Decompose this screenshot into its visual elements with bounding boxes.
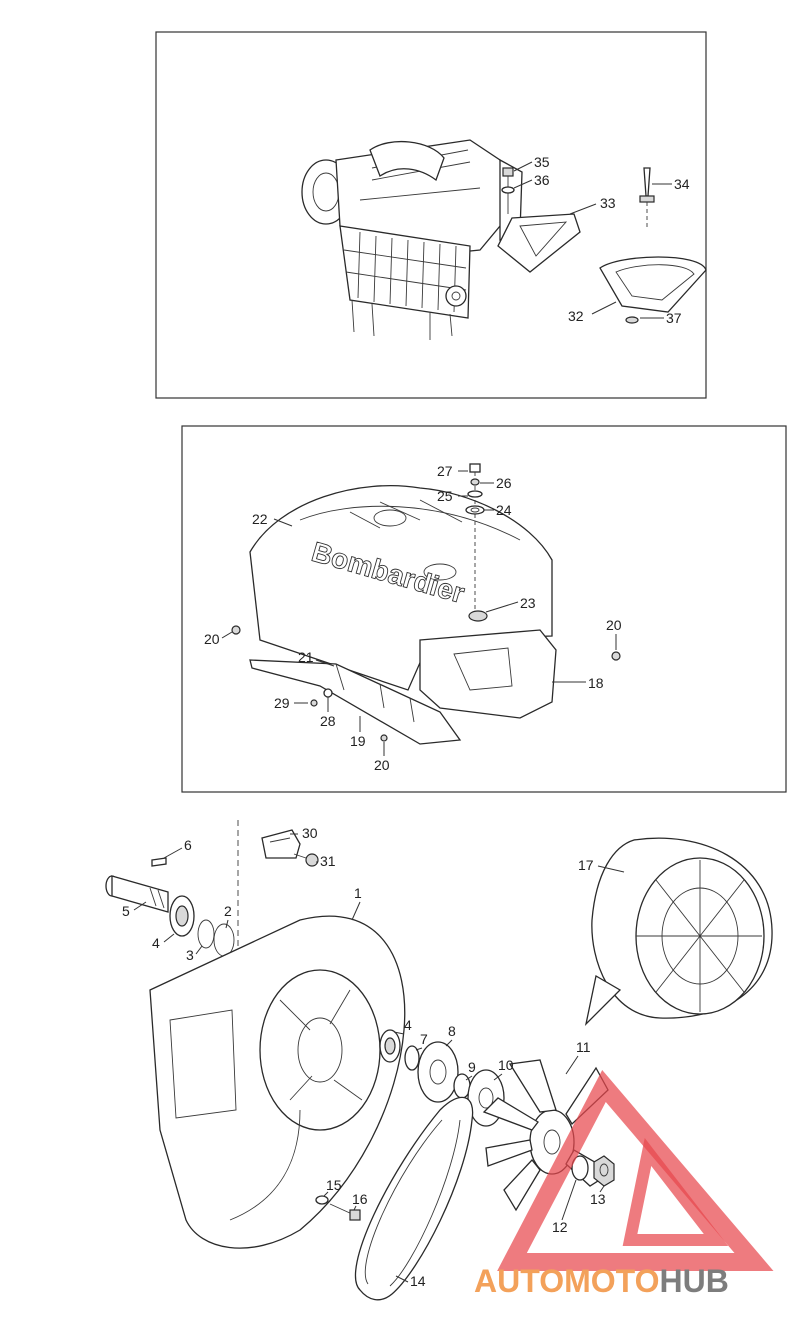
fan-housing-1 — [149, 915, 406, 1249]
callout-19: 19 — [350, 733, 366, 749]
pin-34 — [639, 167, 655, 230]
callout-24: 24 — [496, 502, 512, 518]
fastener-stack — [465, 463, 485, 612]
callout-20-left: 20 — [204, 631, 220, 647]
washer-15 — [315, 1195, 329, 1205]
shaft-5 — [105, 875, 169, 913]
nut-13 — [593, 1155, 615, 1187]
callout-3: 3 — [186, 947, 194, 963]
bottom-callouts: 30 6 31 17 5 2 1 4 3 4 7 8 11 9 10 15 16… — [122, 825, 625, 1289]
pulley-half-8 — [417, 1041, 459, 1103]
callout-13: 13 — [590, 1191, 606, 1207]
bolt-16 — [329, 1203, 361, 1221]
callout-27: 27 — [437, 463, 453, 479]
screw-20-right — [611, 651, 621, 661]
callout-25: 25 — [437, 488, 453, 504]
shroud-17 — [584, 837, 773, 1026]
callout-5: 5 — [122, 903, 130, 919]
callout-12: 12 — [552, 1219, 568, 1235]
middle-panel-frame — [181, 425, 787, 793]
callout-21: 21 — [298, 649, 314, 665]
callout-4-right: 4 — [404, 1017, 412, 1033]
watermark-word-1: AUTOMOTO — [474, 1263, 659, 1299]
callout-31: 31 — [320, 853, 336, 869]
callout-20-bottom: 20 — [374, 757, 390, 773]
callout-1: 1 — [354, 885, 362, 901]
top-callouts: 35 36 34 33 32 37 — [513, 154, 690, 326]
callout-8: 8 — [448, 1023, 456, 1039]
callout-23: 23 — [520, 595, 536, 611]
clip-30 — [261, 829, 301, 859]
callout-7: 7 — [420, 1031, 428, 1047]
top-panel-frame — [155, 31, 707, 399]
washer-36 — [501, 186, 515, 194]
bolt-35 — [502, 167, 514, 214]
bearing-4-right — [379, 1029, 401, 1063]
cup-32 — [599, 256, 707, 313]
callout-22: 22 — [252, 511, 268, 527]
callout-30: 30 — [302, 825, 318, 841]
callout-29: 29 — [274, 695, 290, 711]
callout-18: 18 — [588, 675, 604, 691]
watermark-text: AUTOMOTOHUB — [474, 1263, 729, 1299]
callout-33: 33 — [600, 195, 616, 211]
watermark: AUTOMOTOHUB — [474, 1070, 774, 1299]
callout-36: 36 — [534, 172, 550, 188]
washer-7 — [404, 1045, 420, 1071]
callout-20-right: 20 — [606, 617, 622, 633]
engine-assembly — [301, 139, 523, 340]
washer-12 — [571, 1155, 589, 1181]
circlip-2 — [213, 923, 235, 957]
callout-34: 34 — [674, 176, 690, 192]
watermark-inner-triangle — [622, 1137, 729, 1246]
callout-35: 35 — [534, 154, 550, 170]
callout-14: 14 — [410, 1273, 426, 1289]
rail-19 — [249, 659, 462, 745]
screw-20-bottom — [380, 734, 388, 742]
washer-28 — [323, 688, 333, 698]
air-box-18 — [419, 629, 557, 719]
screw-20-left — [231, 625, 241, 635]
callout-6: 6 — [184, 837, 192, 853]
engine-cover-22: Bombardier — [249, 485, 553, 691]
callout-11: 11 — [576, 1039, 591, 1055]
bracket-33 — [497, 213, 581, 273]
screw-31 — [293, 853, 319, 867]
grommet-23 — [468, 610, 488, 622]
middle-callouts: 27 26 25 24 22 23 20 20 18 21 29 28 19 2… — [204, 463, 622, 773]
callout-16: 16 — [352, 1191, 368, 1207]
callout-26: 26 — [496, 475, 512, 491]
callout-32: 32 — [568, 308, 584, 324]
belt-14 — [354, 1096, 474, 1301]
callout-10: 10 — [498, 1057, 514, 1073]
callout-28: 28 — [320, 713, 336, 729]
screw-29 — [310, 699, 318, 707]
callout-9: 9 — [468, 1059, 476, 1075]
callout-37: 37 — [666, 310, 682, 326]
key-6 — [151, 857, 167, 867]
washer-37 — [625, 316, 639, 324]
callout-17: 17 — [578, 857, 594, 873]
watermark-word-2: HUB — [659, 1263, 728, 1299]
callout-4-left: 4 — [152, 935, 160, 951]
bearing-4-left — [169, 895, 195, 937]
circlip-3 — [197, 919, 215, 949]
watermark-triangle — [497, 1070, 774, 1271]
callout-15: 15 — [326, 1177, 342, 1193]
callout-2: 2 — [224, 903, 232, 919]
